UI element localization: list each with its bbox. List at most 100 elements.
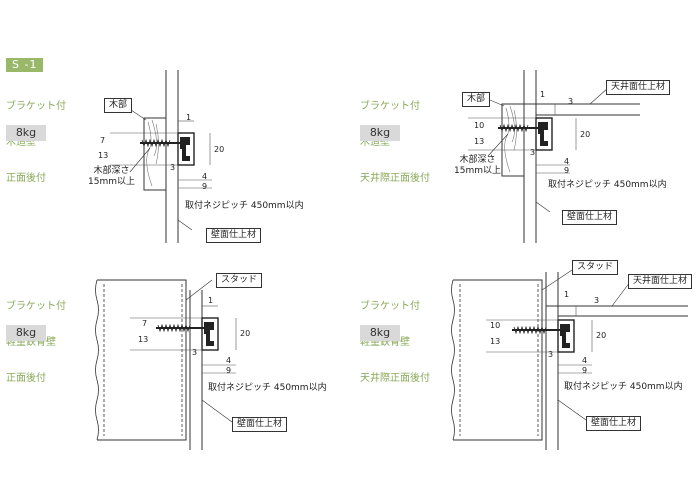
dim-4: 4 [202,172,208,181]
dim-9: 9 [564,166,570,175]
pitch-note: 取付ネジピッチ 450mm以内 [208,383,327,393]
screw [140,137,183,149]
caption-line-2: 木造壁 [360,137,390,148]
dim-top: 1 [564,290,570,299]
weight-badge: 8kg [6,125,46,141]
section-drawing [451,269,688,450]
caption-line-1: ブラケット付 [360,101,420,112]
stud-label: スタッド [572,260,619,275]
panel-steel-ceiling: ブラケット付 軽量鉄骨壁 天井際正面後付 8kg スタッド 天井面仕上 [350,250,700,500]
section-drawing [95,279,237,450]
dim-gap: 3 [548,350,554,359]
wood-grain [504,105,517,173]
wall-finish-label: 壁面仕上材 [586,416,642,431]
screw [498,122,541,134]
depth-note-line-1: 木部深さ [93,166,130,176]
rail-profile [201,317,219,351]
dim-ceiling-gap: 3 [594,296,600,305]
wall-finish-label: 壁面仕上材 [206,228,262,243]
rail-profile [535,117,553,151]
weight-badge: 8kg [360,325,400,341]
ceiling-finish-label: 天井面仕上材 [606,80,671,95]
stud-wavy-left [451,279,455,441]
depth-note: 木部深さ 15mm以上 [454,155,501,177]
dim-top: 1 [540,90,546,99]
leader-wall [177,219,193,231]
wood-block [501,103,525,177]
depth-note-line-2: 15mm以上 [88,177,135,187]
leader-depth [487,133,509,157]
dim-gap: 3 [192,348,198,357]
wall-finish-label: 壁面仕上材 [232,417,288,432]
caption-line-3: 正面後付 [6,173,46,184]
leader-wood [489,99,505,107]
dim-4: 4 [226,356,232,365]
dim-4: 4 [582,356,588,365]
dim-ceiling-gap: 3 [568,97,574,106]
dim-9: 9 [226,366,232,375]
wood-block [143,117,167,191]
section-drawing [468,70,640,243]
dim-upper: 10 [490,321,501,330]
leader-wall [557,399,587,421]
panel-steel-front: ブラケット付 軽量鉄骨壁 正面後付 8kg スタッド 1 7 13 [0,250,350,500]
screw [156,322,207,334]
stud-body [97,279,187,441]
rail-profile [177,132,195,166]
dim-gap: 3 [530,148,536,157]
wood-label: 木部 [462,92,491,107]
caption-line-3: 天井際正面後付 [360,373,430,384]
caption-line-1: ブラケット付 [6,101,66,112]
dim-9: 9 [202,182,208,191]
leader-ceiling [589,87,609,105]
weight-badge: 8kg [6,325,46,341]
depth-note: 木部深さ 15mm以上 [88,166,135,188]
caption: ブラケット付 軽量鉄骨壁 正面後付 [6,277,66,409]
pitch-note: 取付ネジピッチ 450mm以内 [548,180,667,190]
caption-line-2: 軽量鉄骨壁 [360,337,410,348]
leader-stud [541,269,573,291]
stud-body [453,279,543,441]
dim-lower: 13 [474,137,485,146]
caption-line-2: 軽量鉄骨壁 [6,337,56,348]
dim-lower: 13 [98,151,109,160]
panel-wood-front: S -1 ブラケット付 木造壁 正面後付 8kg [0,0,350,250]
wood-label: 木部 [104,98,133,113]
depth-note-line-2: 15mm以上 [454,166,501,176]
leader-stud [185,279,213,301]
caption-line-1: ブラケット付 [360,301,420,312]
ceiling-finish-label: 天井面仕上材 [628,274,693,289]
rail-profile [557,319,575,353]
section-tag: S -1 [6,58,44,72]
wall-finish-label: 壁面仕上材 [562,210,618,225]
dim-upper: 7 [142,319,148,328]
dim-lower: 13 [490,337,501,346]
wood-grain [146,119,159,187]
caption: ブラケット付 木造壁 正面後付 [6,77,66,209]
stud-label: スタッド [216,273,263,288]
panel-wood-ceiling: ブラケット付 木造壁 天井際正面後付 8kg 木部 天井面仕 [350,0,700,250]
caption: ブラケット付 木造壁 天井際正面後付 [360,77,430,209]
leader-wall [201,399,233,423]
dim-9: 9 [582,366,588,375]
depth-note-line-1: 木部深さ [459,155,496,165]
weight-badge: 8kg [360,125,400,141]
caption-line-3: 天井際正面後付 [360,173,430,184]
dim-lower: 13 [138,335,149,344]
dim-gap: 3 [170,163,176,172]
dim-height: 20 [596,331,607,340]
caption: ブラケット付 軽量鉄骨壁 天井際正面後付 [360,277,430,409]
dim-height: 20 [580,130,591,139]
dim-height: 20 [240,329,251,338]
dim-4: 4 [564,157,570,166]
pitch-note: 取付ネジピッチ 450mm以内 [564,382,683,392]
leader-wall [535,201,551,213]
screw [512,324,563,336]
caption-line-1: ブラケット付 [6,301,66,312]
pitch-note: 取付ネジピッチ 450mm以内 [185,201,304,211]
caption-line-3: 正面後付 [6,373,46,384]
caption-line-2: 木造壁 [6,137,36,148]
dim-top: 1 [186,113,192,122]
dim-top: 1 [208,296,214,305]
dim-upper: 10 [474,121,485,130]
